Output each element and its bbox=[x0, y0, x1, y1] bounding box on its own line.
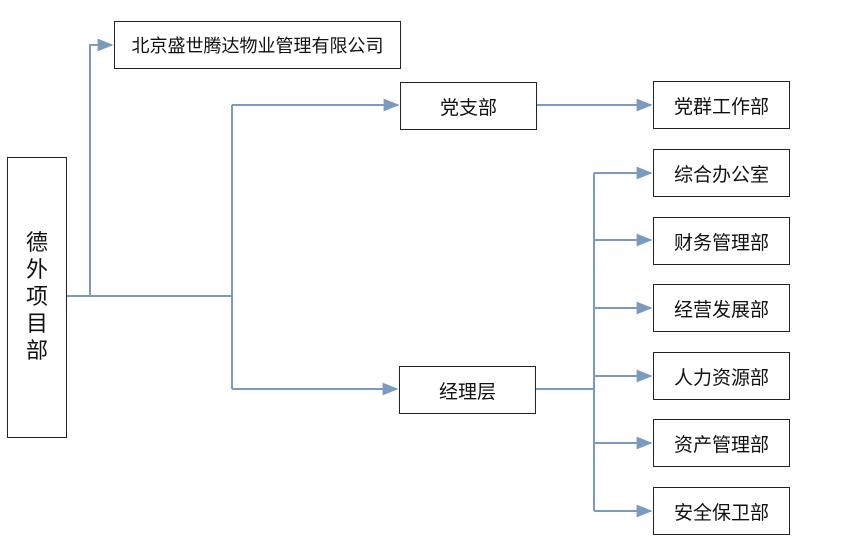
department-node-3: 经营发展部 bbox=[653, 284, 790, 332]
department-node-label: 人力资源部 bbox=[673, 366, 769, 389]
department-node-label: 经营发展部 bbox=[673, 298, 769, 321]
department-node-label: 综合办公室 bbox=[673, 163, 769, 186]
company-node-label: 北京盛世腾达物业管理有限公司 bbox=[131, 36, 384, 57]
department-node-1: 综合办公室 bbox=[653, 149, 790, 197]
connector-root-company bbox=[89, 38, 114, 296]
department-node-label: 资产管理部 bbox=[673, 433, 769, 456]
party-work-node-label: 党群工作部 bbox=[673, 95, 769, 118]
department-node-2: 财务管理部 bbox=[653, 217, 790, 265]
company-node: 北京盛世腾达物业管理有限公司 bbox=[114, 21, 401, 69]
party-branch-node: 党支部 bbox=[400, 82, 537, 130]
management-node-label: 经理层 bbox=[438, 380, 496, 403]
root-node: 德外项目部 bbox=[7, 157, 67, 438]
department-node-label: 财务管理部 bbox=[673, 231, 769, 254]
department-node-5: 资产管理部 bbox=[653, 419, 790, 467]
party-branch-node-label: 党支部 bbox=[439, 96, 497, 119]
department-node-label: 安全保卫部 bbox=[673, 501, 769, 524]
party-work-node: 党群工作部 bbox=[653, 81, 790, 129]
department-node-4: 人力资源部 bbox=[653, 352, 790, 400]
management-node: 经理层 bbox=[399, 366, 536, 414]
root-node-label: 德外项目部 bbox=[25, 231, 48, 364]
department-node-6: 安全保卫部 bbox=[653, 487, 790, 535]
